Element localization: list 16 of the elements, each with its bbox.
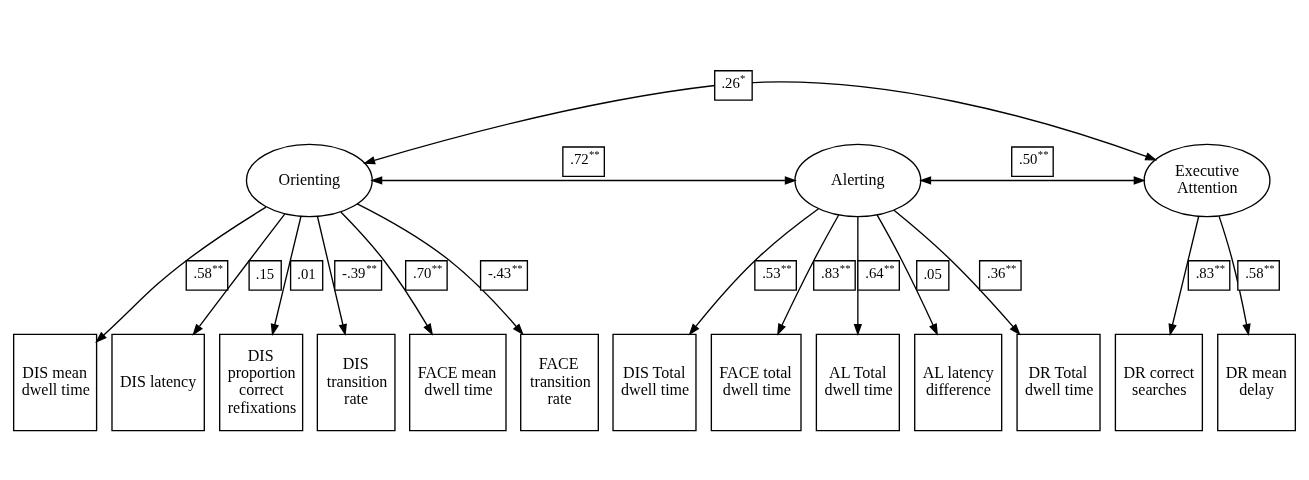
edge-label: .26$^{*}$ bbox=[721, 71, 746, 91]
edge-label: .72$^{**}$ bbox=[570, 148, 600, 168]
edge-label: .01 bbox=[297, 266, 316, 283]
edge-label: .58$^{**}$ bbox=[193, 261, 224, 281]
edge-label: .83$^{**}$ bbox=[821, 261, 851, 281]
edge-label: .70$^{**}$ bbox=[413, 261, 443, 281]
edge-label: .05 bbox=[923, 266, 942, 283]
edge-label: .36$^{**}$ bbox=[986, 261, 1017, 281]
edge-label: .64$^{**}$ bbox=[865, 261, 895, 281]
edge-label: .50$^{**}$ bbox=[1019, 148, 1049, 168]
edge-label: .83$^{**}$ bbox=[1195, 261, 1226, 281]
edge-label: -.39$^{**}$ bbox=[342, 261, 377, 281]
edge-label: -.43$^{**}$ bbox=[487, 261, 523, 281]
edge-label: .58$^{**}$ bbox=[1245, 261, 1275, 281]
edge-label: .15 bbox=[255, 266, 275, 283]
edge-label: .53$^{**}$ bbox=[762, 261, 792, 281]
